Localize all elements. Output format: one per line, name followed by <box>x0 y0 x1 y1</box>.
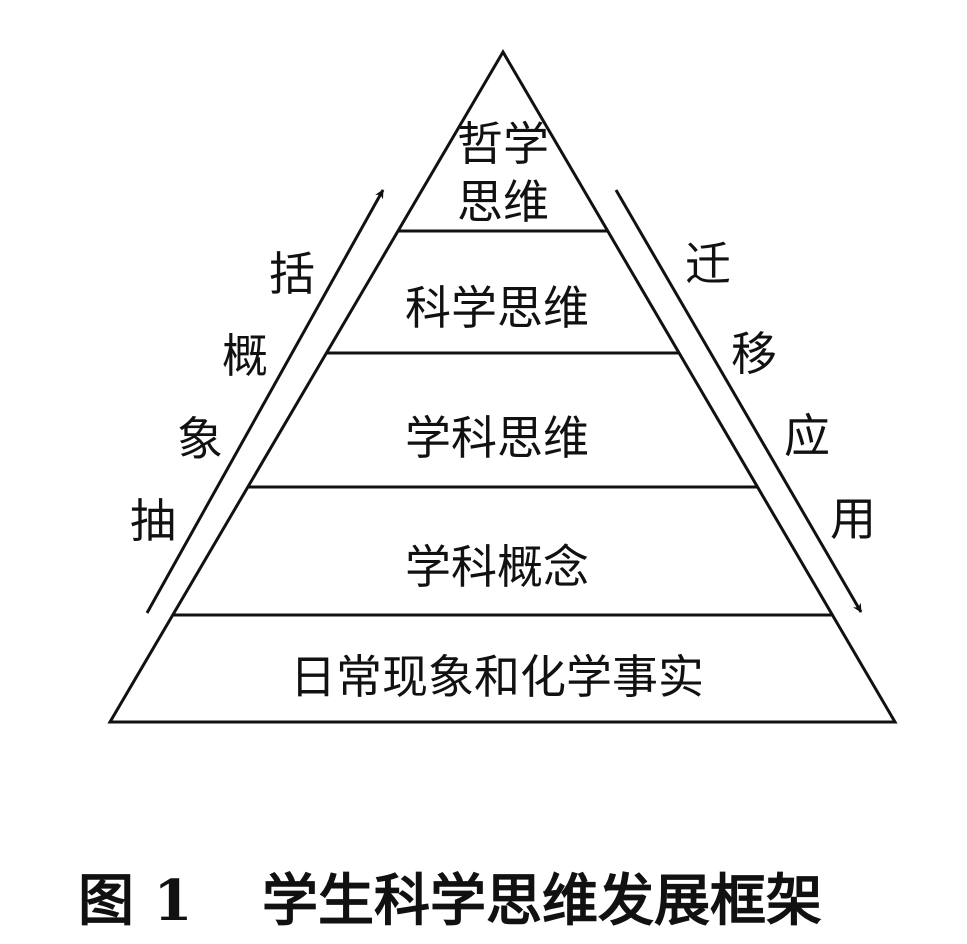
level-subject-thinking: 学科思维 <box>405 411 589 465</box>
figure-number: 图 1 <box>78 868 192 934</box>
level-scientific-thinking: 科学思维 <box>405 281 589 335</box>
left-char-4: 抽 <box>130 494 176 548</box>
application-arrow <box>614 189 863 613</box>
left-char-3: 象 <box>177 412 223 466</box>
pyramid-outline <box>107 49 898 724</box>
level-subject-concepts: 学科概念 <box>405 540 589 594</box>
left-char-1: 括 <box>269 247 315 301</box>
level-philosophy-line1: 哲学 <box>457 117 549 171</box>
level-philosophy-line2: 思维 <box>457 175 549 229</box>
right-char-2: 移 <box>731 327 777 381</box>
right-char-3: 应 <box>784 409 830 463</box>
abstraction-arrow <box>145 189 385 614</box>
figure-title: 学生科学思维发展框架 <box>262 868 822 934</box>
left-char-2: 概 <box>222 329 268 383</box>
right-char-4: 用 <box>830 492 876 546</box>
right-char-1: 迁 <box>685 237 731 291</box>
level-daily-phenomena: 日常现象和化学事实 <box>290 650 704 704</box>
